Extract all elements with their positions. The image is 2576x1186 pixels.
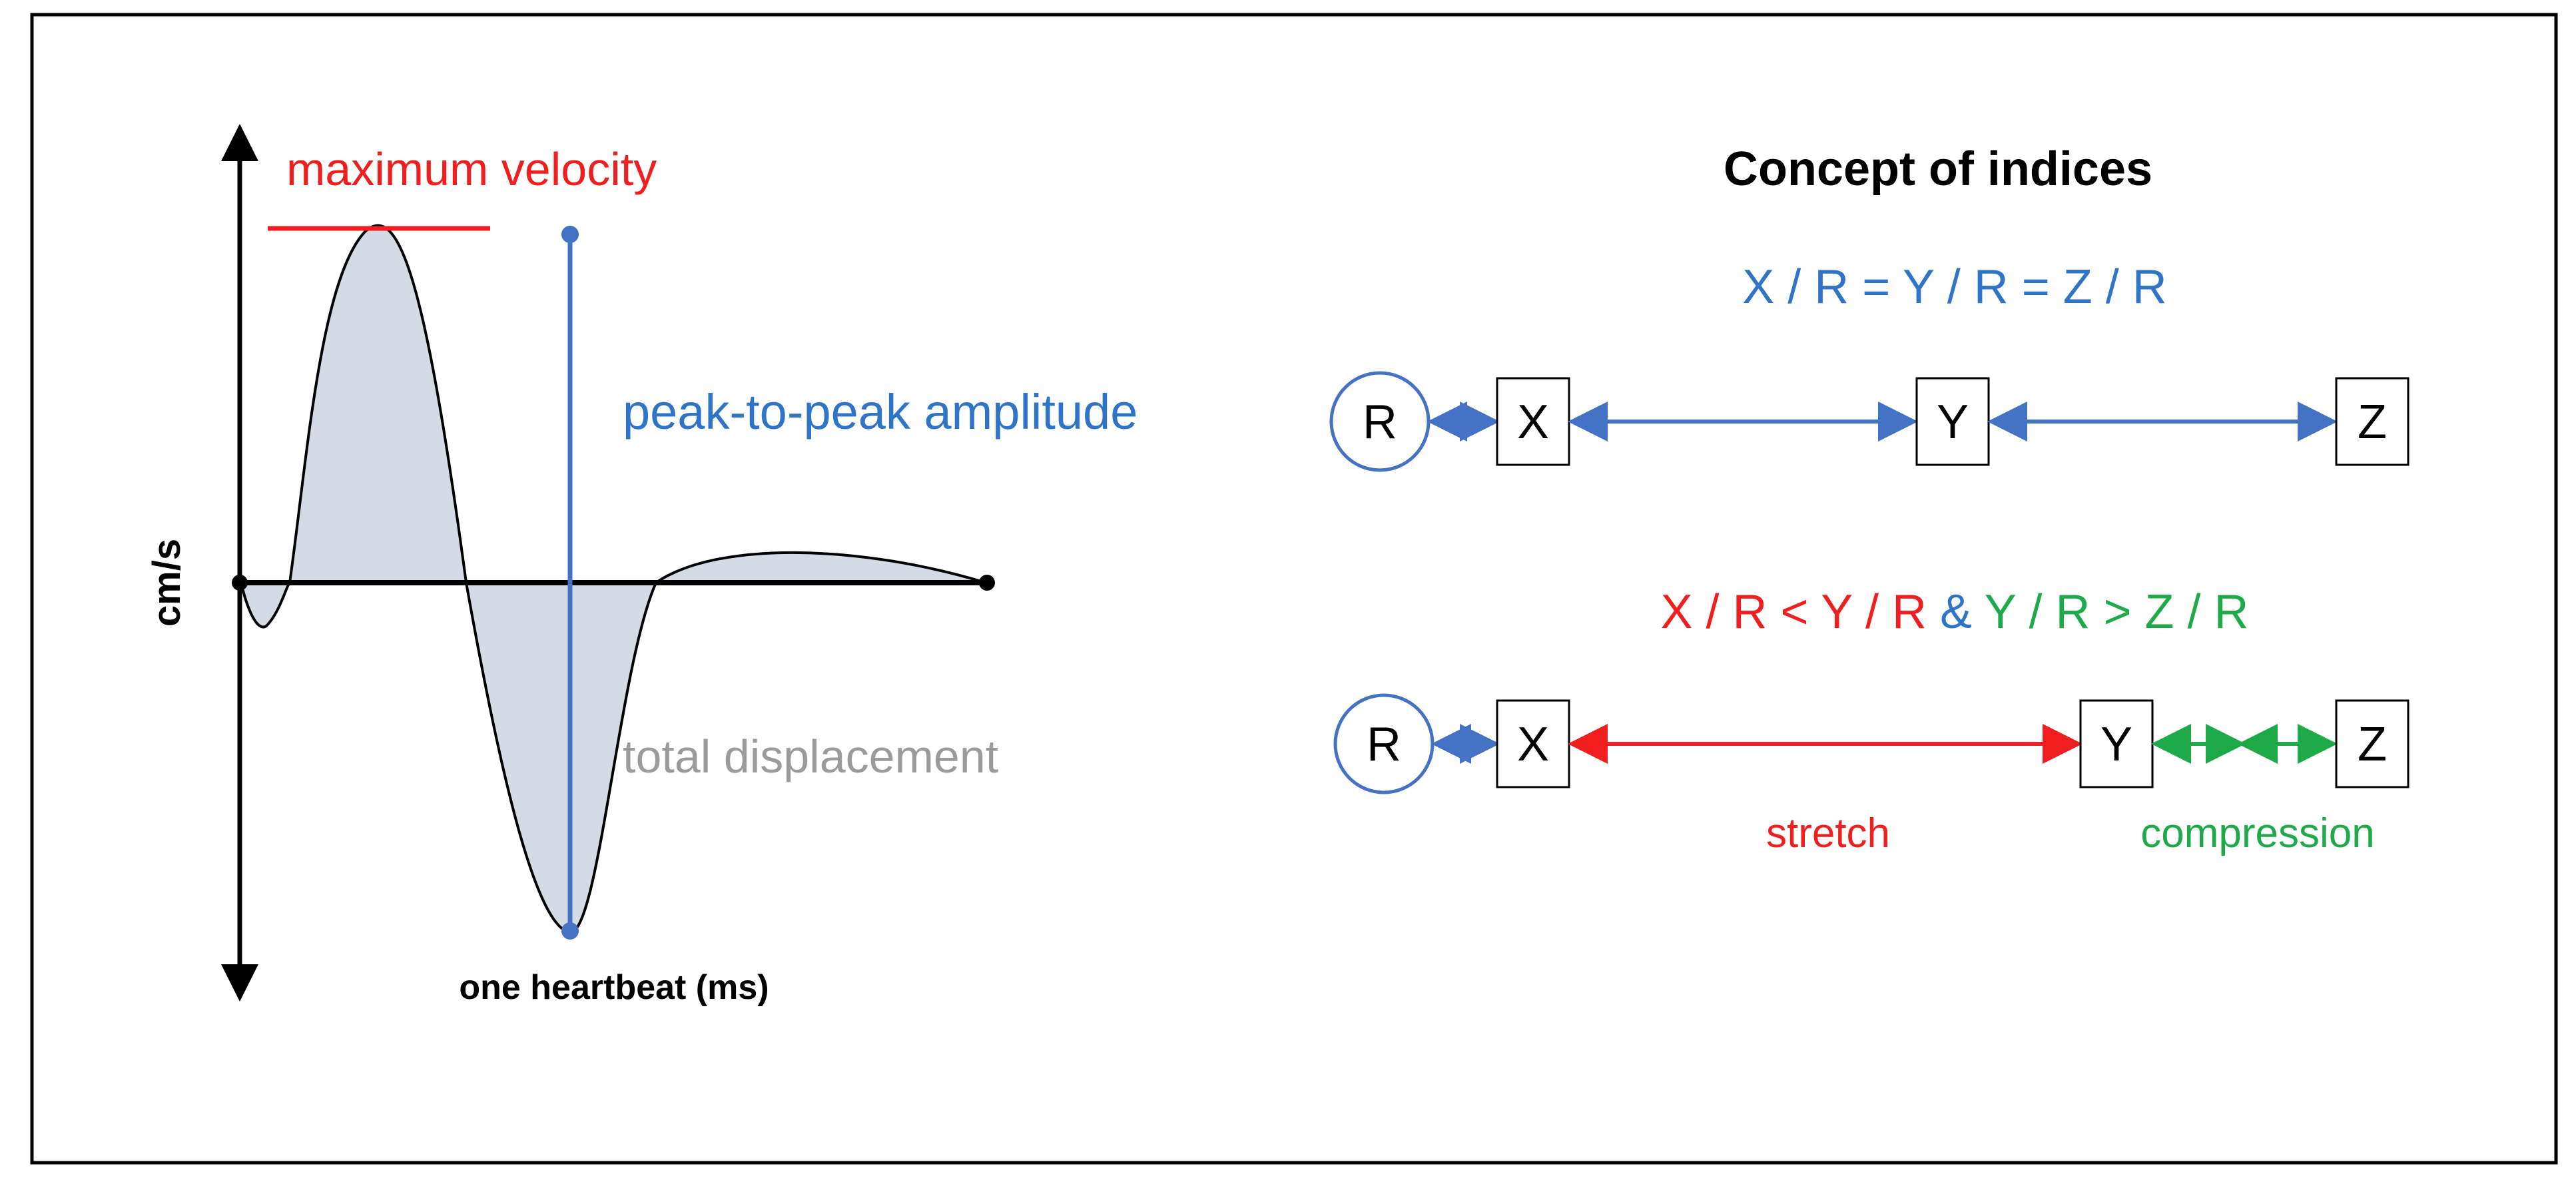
- x-axis-start-dot: [232, 575, 248, 591]
- row2-r-label: R: [1367, 718, 1401, 771]
- equation-amp: &: [1940, 585, 1972, 639]
- row2-diagram: R X Y Z: [1333, 693, 2410, 794]
- equation-unequal: X / R < Y / R & Y / R > Z / R: [1660, 585, 2248, 639]
- row1-r-label: R: [1363, 396, 1397, 449]
- row1-z-label: Z: [2358, 396, 2387, 449]
- total-displacement-label: total displacement: [623, 731, 998, 782]
- equation-red-part: X / R < Y / R: [1660, 585, 1927, 639]
- row1-z-node: [2335, 377, 2410, 466]
- velocity-curve-fill: [239, 224, 986, 934]
- concept-title: Concept of indices: [1724, 143, 2152, 196]
- row1-diagram: R X Y Z: [1329, 371, 2410, 472]
- row2-y-label: Y: [2100, 718, 2132, 771]
- equation-equal: X / R = Y / R = Z / R: [1742, 260, 2167, 314]
- row2-z-node: [2335, 699, 2410, 788]
- y-axis-label: cm/s: [145, 539, 188, 627]
- x-axis-end-dot: [979, 575, 995, 591]
- row2-y-node: [2079, 699, 2154, 788]
- row2-x-label: X: [1517, 718, 1549, 771]
- figure-border: [30, 13, 2558, 1165]
- peak-amplitude-label: peak-to-peak amplitude: [623, 384, 1137, 440]
- stretch-label: stretch: [1766, 810, 1890, 856]
- compression-label: compression: [2140, 810, 2374, 856]
- max-velocity-label: maximum velocity: [286, 143, 657, 195]
- row2-x-node: [1496, 699, 1570, 788]
- equation-green-part: Y / R > Z / R: [1985, 585, 2249, 639]
- x-axis-label: one heartbeat (ms): [459, 968, 769, 1007]
- peak-amplitude-bottom-dot: [561, 922, 579, 940]
- peak-amplitude-top-dot: [561, 226, 579, 243]
- row1-x-node: [1496, 377, 1570, 466]
- row2-z-label: Z: [2358, 718, 2387, 771]
- row1-y-label: Y: [1937, 396, 1969, 449]
- row1-x-label: X: [1517, 396, 1549, 449]
